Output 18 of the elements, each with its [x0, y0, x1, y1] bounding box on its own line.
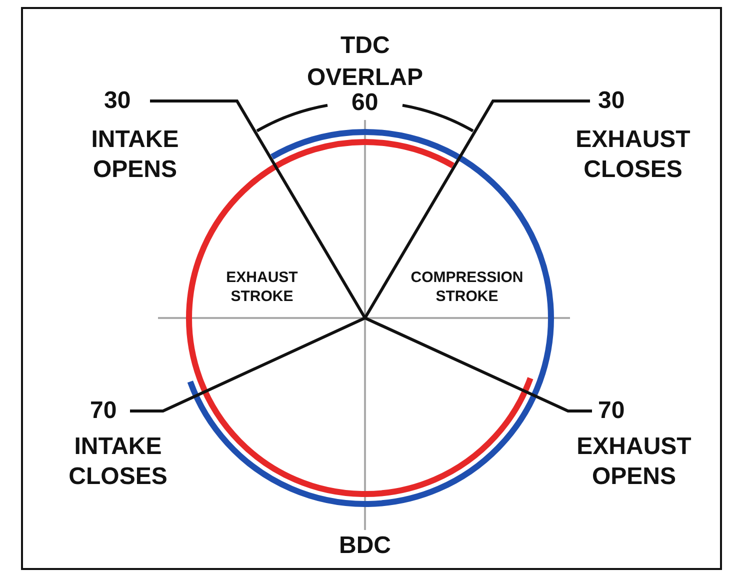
marker-label: TDC: [340, 32, 390, 60]
marker-label: BDC: [339, 532, 391, 560]
stroke-label: COMPRESSION STROKE: [410, 268, 524, 306]
stroke-label: EXHAUST STROKE: [225, 268, 299, 306]
overlap-value: 60: [352, 89, 378, 117]
leader-line: [130, 316, 366, 412]
angle-value: 70: [90, 398, 117, 424]
leader-line: [150, 100, 366, 319]
angle-value: 30: [104, 88, 131, 114]
event-label: INTAKE OPENS: [90, 125, 180, 185]
event-label: INTAKE CLOSES: [68, 432, 168, 492]
angle-value: 30: [598, 88, 625, 114]
event-label: EXHAUST OPENS: [576, 432, 692, 492]
event-label: EXHAUST CLOSES: [574, 125, 692, 185]
leader-line: [364, 100, 590, 319]
angle-value: 70: [598, 398, 625, 424]
overlap-label: OVERLAP: [307, 64, 424, 92]
leader-line: [364, 316, 592, 412]
